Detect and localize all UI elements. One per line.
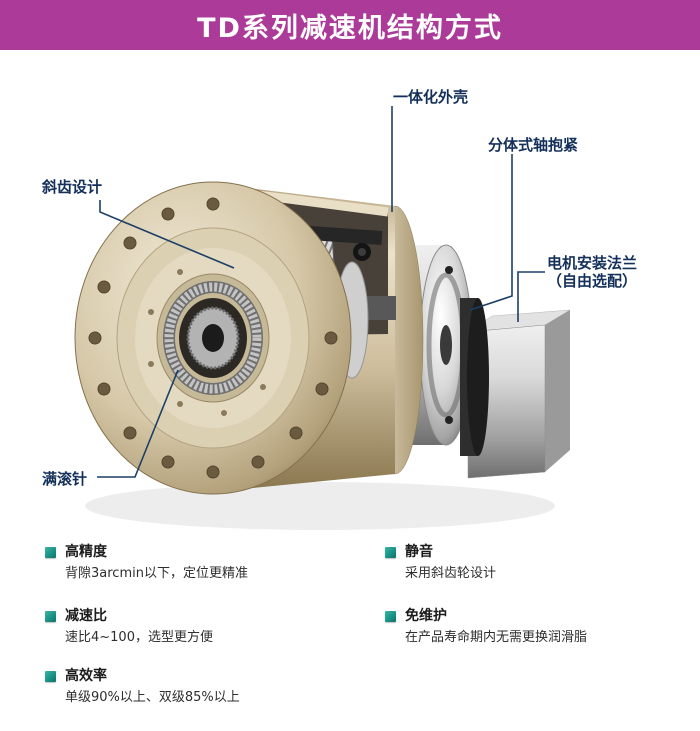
gearbox (74, 181, 571, 530)
feature-title: 减速比 (65, 608, 107, 624)
needle-roller-ring (164, 282, 262, 394)
callout-motor-flange-line1: 电机安装法兰 (547, 254, 638, 272)
features-left-column: 高精度 背隙3arcmin以下，定位更精准 减速比 速比4~100，选型更方便 … (45, 543, 365, 731)
leader-clamp (469, 154, 513, 311)
feature-desc: 在产品寿命期内无需更换润滑脂 (405, 630, 588, 645)
gearbox-illustration (74, 106, 571, 530)
leader-helical (99, 200, 235, 269)
feature-desc: 背隙3arcmin以下，定位更精准 (65, 566, 248, 581)
callout-housing: 一体化外壳 (393, 88, 469, 106)
front-flange (74, 181, 352, 495)
leader-lines (97, 106, 545, 478)
header-banner: TD系列减速机结构方式 (0, 0, 700, 50)
page: TD系列减速机结构方式 (0, 0, 700, 705)
feature-efficiency: 高效率 单级90%以上、双级85%以上 (45, 667, 365, 707)
callout-clamp: 分体式轴抱紧 (488, 136, 579, 154)
feature-bullet-icon (385, 547, 396, 558)
ground-shadow (85, 482, 555, 530)
callout-needle: 满滚针 (42, 470, 88, 488)
feature-desc: 单级90%以上、双级85%以上 (65, 690, 240, 705)
feature-maintenance-free: 免维护 在产品寿命期内无需更换润滑脂 (385, 607, 700, 647)
feature-title: 免维护 (405, 608, 447, 624)
feature-title: 高效率 (65, 668, 107, 684)
feature-bullet-icon (45, 611, 56, 622)
feature-desc: 采用斜齿轮设计 (405, 566, 497, 581)
callout-motor-flange: 电机安装法兰 （自由选配） (547, 254, 637, 290)
feature-title: 高精度 (65, 544, 107, 560)
feature-bullet-icon (385, 611, 396, 622)
features-right-column: 静音 采用斜齿轮设计 免维护 在产品寿命期内无需更换润滑脂 (385, 543, 700, 671)
flange-inner-holes (148, 269, 266, 416)
feature-precision: 高精度 背隙3arcmin以下，定位更精准 (45, 543, 365, 583)
flange-bolt-holes (88, 197, 338, 479)
feature-desc: 速比4~100，选型更方便 (65, 630, 213, 645)
feature-title: 静音 (405, 544, 433, 560)
page-title: TD系列减速机结构方式 (197, 12, 503, 44)
leader-motor-flange (517, 271, 545, 322)
feature-quiet: 静音 采用斜齿轮设计 (385, 543, 700, 583)
feature-bullet-icon (45, 547, 56, 558)
leader-needle (97, 369, 179, 478)
feature-ratio: 减速比 速比4~100，选型更方便 (45, 607, 365, 647)
shaft-clamp-section (460, 298, 489, 456)
callout-motor-flange-line2: （自由选配） (547, 272, 638, 290)
feature-bullet-icon (45, 671, 56, 682)
callout-helical: 斜齿设计 (42, 178, 103, 196)
